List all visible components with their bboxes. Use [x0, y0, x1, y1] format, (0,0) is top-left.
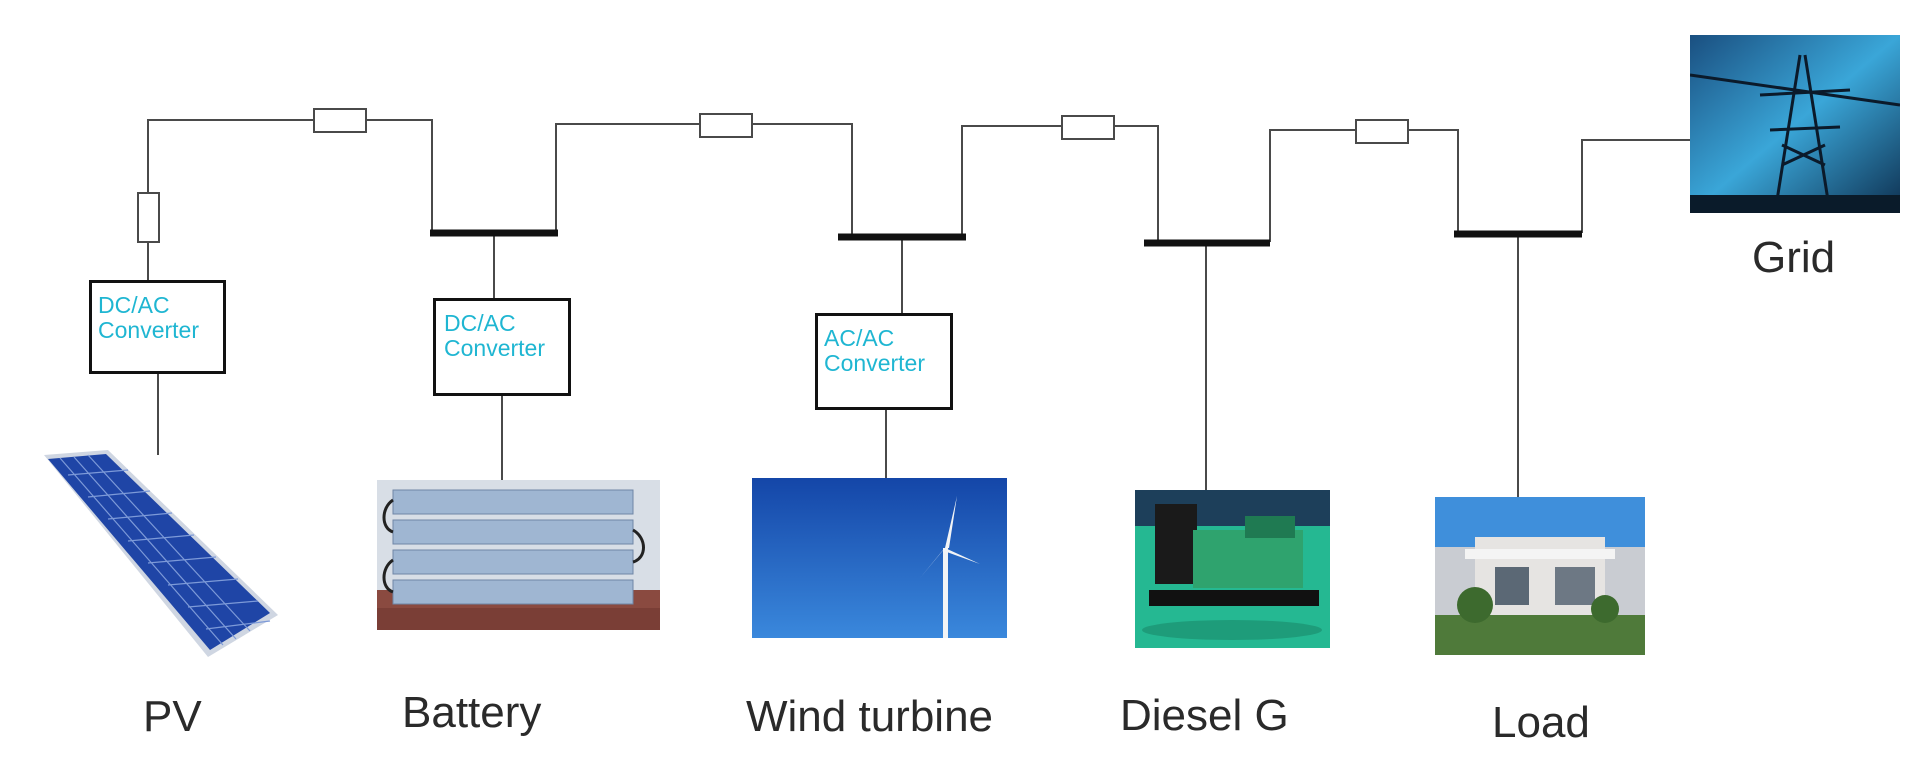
converter-type: AC/AC	[824, 325, 895, 351]
dc-ac-converter-pv: DC/AC Converter	[89, 280, 226, 374]
line-impedance-1	[313, 108, 367, 133]
label-battery: Battery	[402, 688, 542, 737]
building-image	[1435, 497, 1645, 655]
converter-word: Converter	[444, 335, 545, 361]
wire-wind-diesel	[961, 125, 1159, 242]
solar-panel-image	[38, 445, 283, 660]
transmission-tower-image	[1690, 35, 1900, 213]
diesel-generator-image	[1135, 490, 1330, 648]
label-load: Load	[1492, 698, 1590, 747]
line-impedance-pv	[137, 192, 160, 243]
wind-turbine-image	[752, 478, 1007, 638]
dc-ac-converter-battery: DC/AC Converter	[433, 298, 571, 396]
wire-load-grid	[1581, 139, 1690, 233]
ac-ac-converter-wind: AC/AC Converter	[815, 313, 953, 410]
converter-type: DC/AC	[98, 292, 170, 318]
label-grid: Grid	[1752, 233, 1836, 282]
label-pv: PV	[143, 692, 202, 741]
wire-battery-wind	[555, 123, 853, 236]
battery-bank-image	[377, 480, 660, 630]
line-impedance-4	[1355, 119, 1409, 144]
converter-word: Converter	[824, 350, 925, 376]
converter-word: Converter	[98, 317, 199, 343]
wire-diesel-load	[1269, 129, 1459, 242]
wire-pv-battery	[147, 119, 433, 282]
converter-type: DC/AC	[444, 310, 516, 336]
label-diesel-generator: Diesel G	[1120, 691, 1289, 740]
label-wind-turbine: Wind turbine	[746, 692, 994, 741]
line-impedance-3	[1061, 115, 1115, 140]
line-impedance-2	[699, 113, 753, 138]
